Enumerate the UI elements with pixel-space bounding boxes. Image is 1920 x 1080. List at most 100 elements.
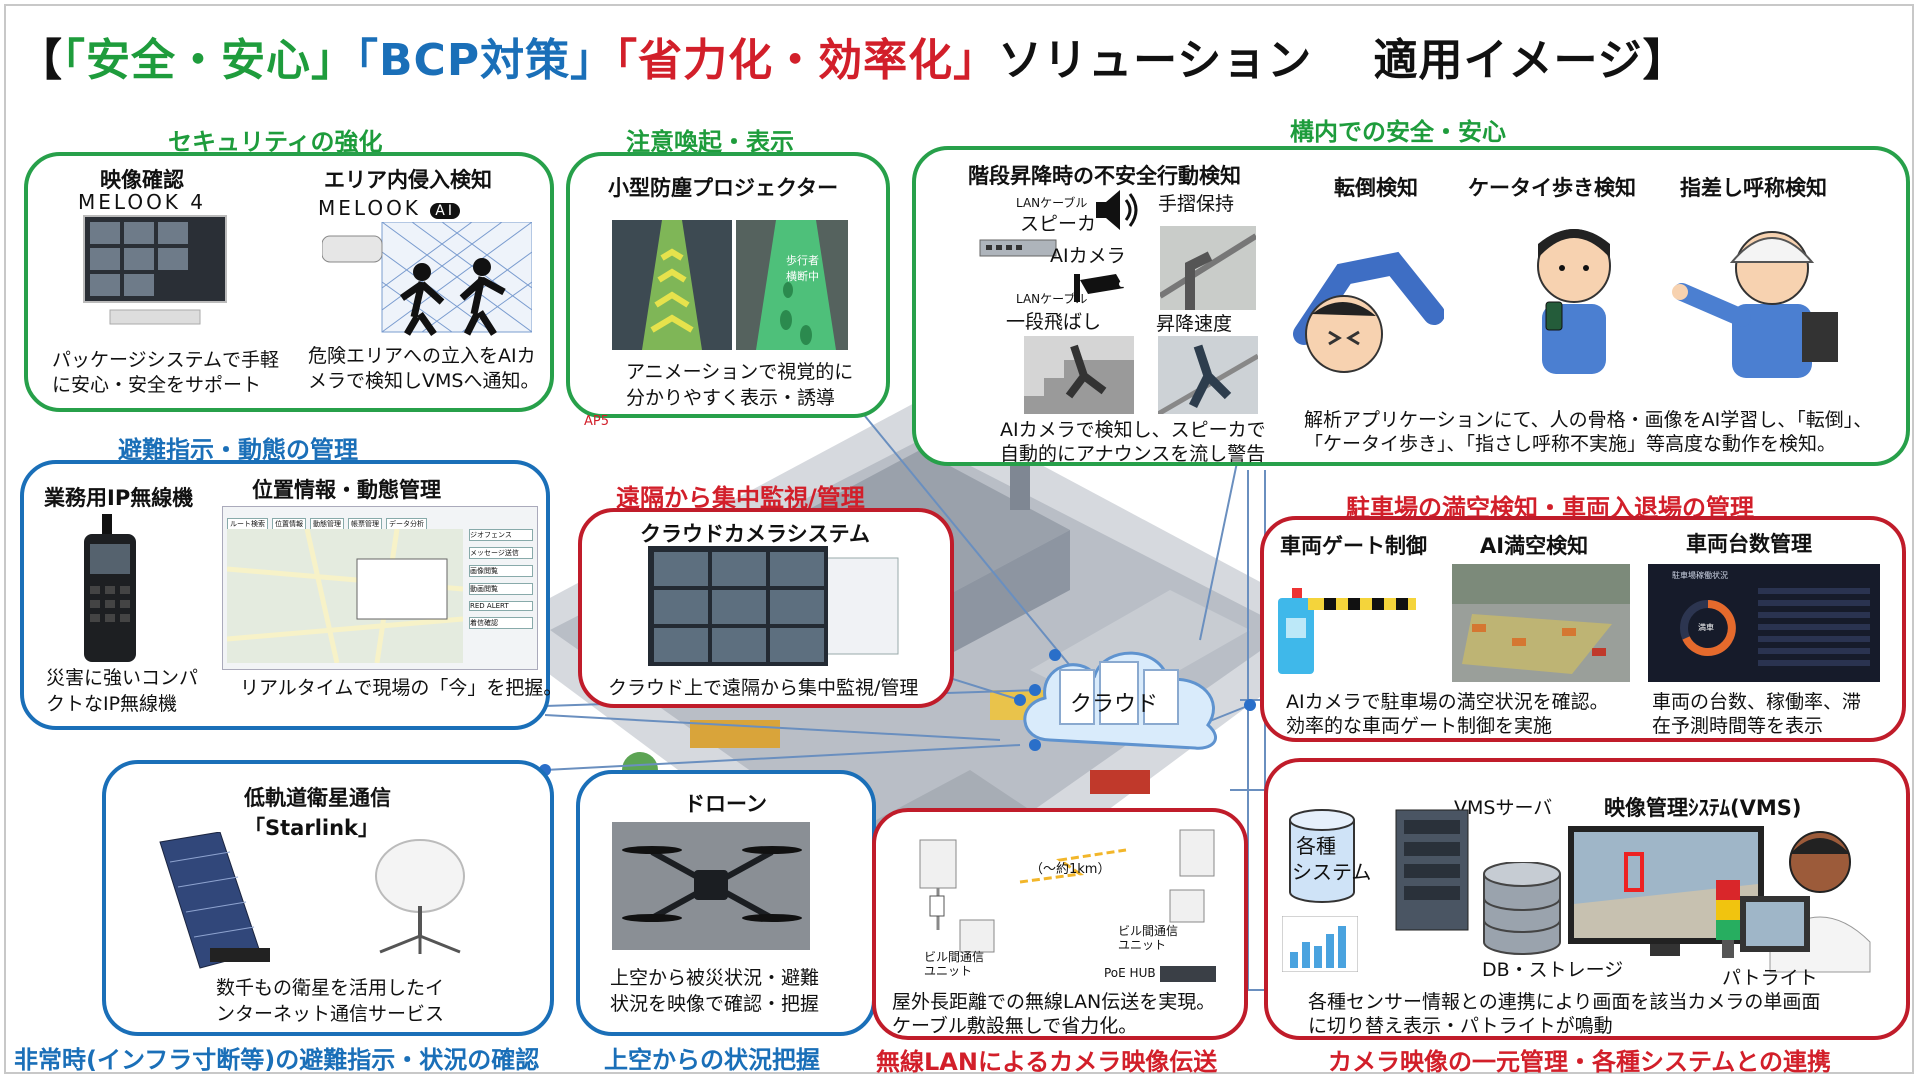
vms-server-label: VMSサーバ (1454, 797, 1553, 819)
phone-walk-label: ケータイ歩き検知 (1468, 176, 1636, 200)
position-mgmt-screen: ルート検索位置情報動態管理帳票管理データ分析 ジオフェンス メッセージ送信 画像… (222, 506, 538, 670)
wlan-desc-2: ケーブル敷設無しで省力化。 (892, 1015, 1138, 1037)
title-safety: 「安全・安心」 (63, 35, 356, 86)
intrusion-desc-2: メラで検知しVMSへ通知。 (308, 370, 540, 392)
starlink-label-1: 低軌道衛星通信 (244, 786, 391, 810)
drone-label: ドローン (684, 792, 767, 816)
starlink-label-2: 「Starlink」 (244, 816, 380, 840)
stairs-label: 階段昇降時の不安全行動検知 (968, 164, 1241, 188)
occupancy-gauge (1680, 600, 1736, 656)
title-open-bracket: 【 (18, 35, 63, 86)
video-check-label: 映像確認 (100, 168, 184, 192)
position-mgmt-label: 位置情報・動態管理 (252, 478, 441, 502)
projector-photo-2 (736, 220, 848, 350)
speaker-label: スピーカ (1020, 213, 1097, 235)
ui-tag-message: メッセージ送信 (469, 547, 533, 559)
db-storage-label: DB・ストレージ (1482, 959, 1624, 981)
systems-cylinder-icon (1289, 809, 1355, 903)
projector-photo-1 (612, 220, 732, 350)
pointing-worker-illustration (1672, 231, 1838, 378)
vms-desc-2: に切り替え表示・パトライトが鳴動 (1308, 1015, 1613, 1037)
title-bcp: 「BCP対策」 (356, 35, 616, 86)
network-switch-icon (979, 239, 1057, 257)
aicam-label: AIカメラ (1050, 245, 1126, 267)
ui-tag-red-alert: RED ALERT (469, 601, 533, 611)
dashboard-title: 駐車場稼働状況 (1672, 571, 1728, 580)
parking-dashboard: 駐車場稼働状況 満車 (1648, 564, 1880, 682)
ai-camera-icon (1074, 274, 1125, 302)
map-roads (226, 528, 464, 664)
parking-ai-desc-2: 効率的な車両ゲート制御を実施 (1286, 715, 1553, 737)
map-view (226, 528, 464, 664)
fall-detect-label: 転倒検知 (1334, 176, 1418, 200)
section-remote-title: 遠隔から集中監視/管理 (616, 484, 865, 512)
vms-server-icon (1395, 809, 1469, 931)
unit-right-2: ユニット (1118, 938, 1167, 952)
lan-cable-1: LANケーブル (1016, 196, 1088, 210)
vehicle-gate-illustration (1278, 588, 1416, 674)
video-desc-2: に安心・安全をサポート (52, 374, 262, 396)
satellite-panel-icon (159, 832, 270, 969)
section-wlan-title: 無線LANによるカメラ映像伝送 (876, 1048, 1218, 1076)
intrusion-detection-illustration (322, 222, 532, 337)
alert-desc-2: 分かりやすく表示・誘導 (626, 387, 836, 409)
ip-radio-icon (84, 514, 136, 662)
radio-desc-2: クトなIP無線機 (46, 693, 178, 715)
handrail-label: 手摺保持 (1158, 193, 1235, 215)
cloud-label: クラウド (1070, 692, 1159, 717)
ui-side-tags: ジオフェンス メッセージ送信 画像閲覧 動画閲覧 RED ALERT 着信確認 (469, 529, 533, 629)
patlite-label: パトライト (1722, 967, 1818, 989)
drone-desc-2: 状況を映像で確認・把握 (610, 993, 820, 1015)
unit-left-1: ビル間通信 (924, 950, 985, 964)
ai-badge: AI (430, 203, 460, 219)
title-rest: ソリューション 適用イメージ (998, 35, 1643, 86)
ip-radio-label: 業務用IP無線機 (44, 486, 194, 510)
parking-lot-photo (1452, 564, 1630, 682)
systems-label-2: システム (1292, 860, 1372, 884)
parking-count-desc-1: 車両の台数、稼働率、滞 (1652, 691, 1862, 713)
radio-desc-1: 災害に強いコンパ (46, 667, 199, 689)
monitor-icon (83, 215, 227, 325)
fall-person-illustration (1293, 251, 1444, 373)
starlink-dish-icon (375, 839, 465, 954)
drone-photo (612, 822, 810, 950)
alert-desc-1: アニメーションで視覚的に (626, 361, 854, 383)
stairs-speed-photo (1158, 336, 1258, 414)
stairs-desc-1: AIカメラで検知し、スピーカで (1000, 419, 1266, 441)
section-onsite-title: 構内での安全・安心 (1290, 118, 1506, 146)
title-efficiency: 「省力化・効率化」 (615, 35, 999, 86)
melook4-logo: MELOOK 4 (78, 190, 207, 214)
drone-desc-1: 上空から被災状況・避難 (610, 967, 820, 989)
page-frame (4, 4, 1914, 1074)
floor-text-1: 歩行者 (786, 254, 819, 267)
ui-tag-video: 動画閲覧 (469, 583, 533, 595)
section-alert-title: 注意喚起・表示 (626, 128, 794, 156)
parking-ai-desc-1: AIカメラで駐車場の満空状況を確認。 (1286, 691, 1609, 713)
melookai-text: MELOOK (318, 196, 421, 220)
position-desc: リアルタイムで現場の「今」を把握。 (240, 677, 563, 699)
ai-vacancy-label: AI満空検知 (1480, 534, 1589, 558)
db-storage-icon (1483, 862, 1561, 955)
operator-illustration (1740, 831, 1871, 973)
unit-right-1: ビル間通信 (1118, 924, 1179, 938)
floor-text-2: 横断中 (786, 270, 819, 283)
section-emergency-title: 非常時(インフラ寸断等)の避難指示・状況の確認 (14, 1046, 540, 1074)
phone-walk-person-illustration (1537, 229, 1611, 374)
title-close-bracket: 】 (1642, 35, 1688, 86)
onsite-right-desc-2: 「ケータイ歩き」、「指さし呼称不実施」等高度な動作を検知。 (1304, 433, 1837, 455)
vms-label: 映像管理ｼｽﾃﾑ(VMS) (1604, 796, 1802, 820)
vms-desc-1: 各種センサー情報との連携により画面を該当カメラの単画面 (1308, 991, 1821, 1013)
ui-tab-row: ルート検索位置情報動態管理帳票管理データ分析 (227, 511, 463, 530)
wlan-desc-1: 屋外長距離での無線LAN伝送を実現。 (892, 991, 1216, 1013)
ui-tag-image: 画像閲覧 (469, 565, 533, 577)
cloud-camera-screens (648, 546, 899, 666)
distance-label: （～約1km） (1030, 862, 1111, 877)
intrusion-desc-1: 危険エリアへの立入をAIカ (308, 345, 536, 367)
stairs-desc-2: 自動的にアナウンスを流し警告 (1000, 443, 1266, 465)
wlan-units-illustration (919, 829, 1216, 982)
starlink-desc-2: ンターネット通信サービス (216, 1003, 445, 1025)
handrail-photo (1160, 226, 1256, 310)
cloud-icon (1023, 651, 1217, 750)
onsite-right-desc-1: 解析アプリケーションにて、人の骨格・画像をAI学習し、「転倒」、 (1304, 409, 1873, 431)
starlink-desc-1: 数千もの衛星を活用したイ (216, 977, 445, 999)
